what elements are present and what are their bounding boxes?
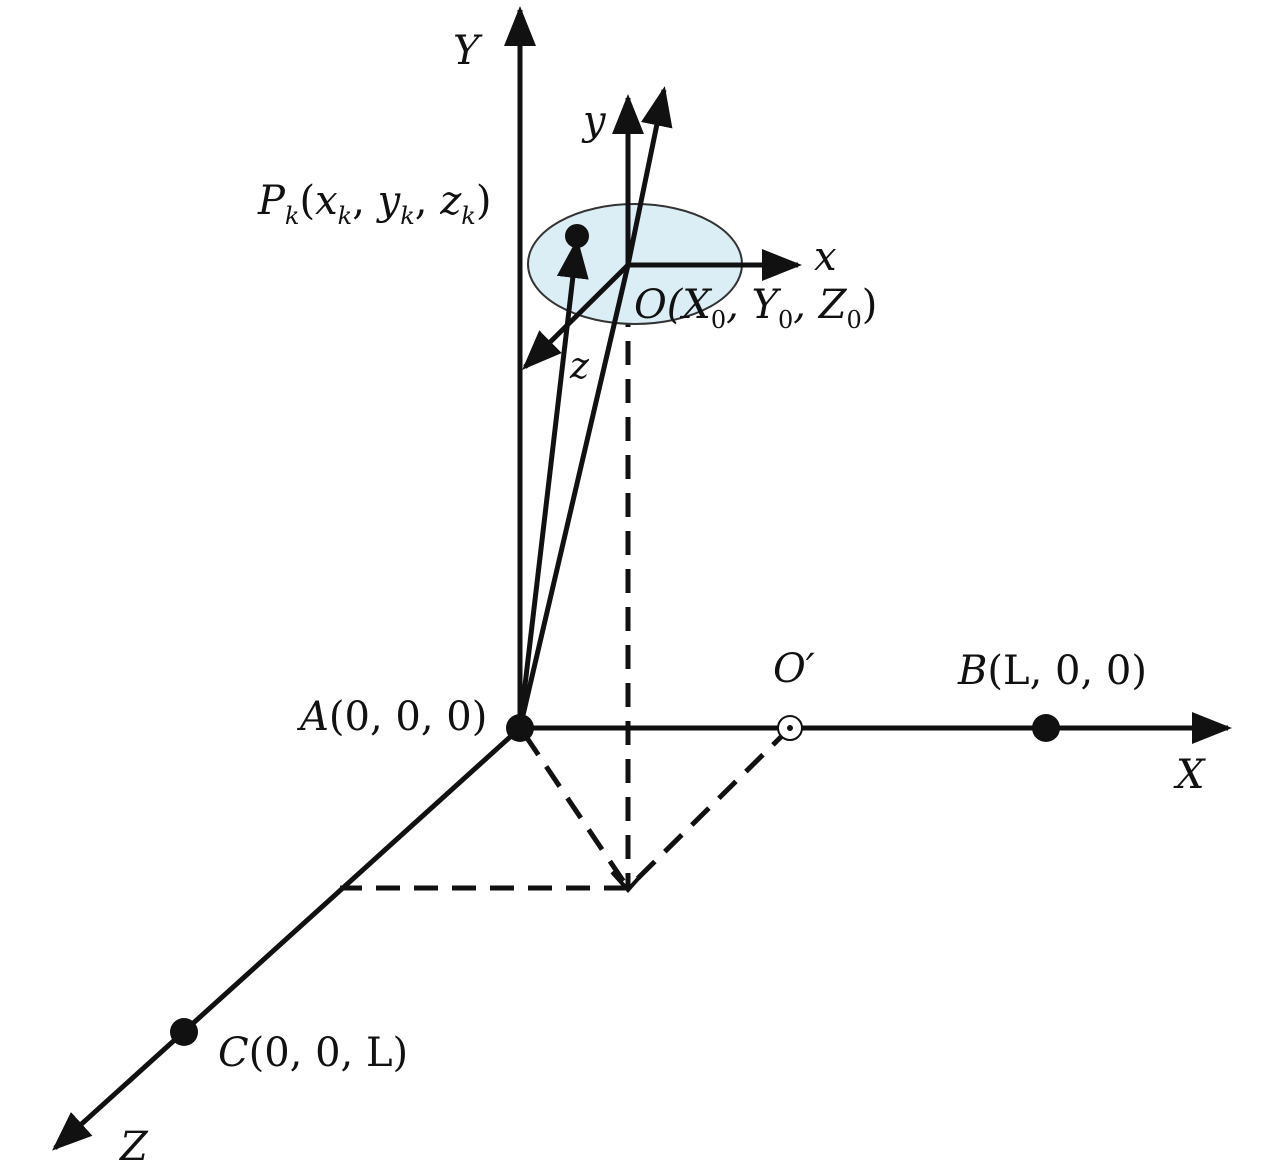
label-point-o: O(X0, Y0, Z0) — [634, 282, 877, 334]
label-global-z: Z — [118, 1124, 149, 1170]
label-local-x: x — [814, 234, 837, 280]
point-a-dot — [506, 714, 534, 742]
label-global-y: Y — [453, 28, 483, 74]
label-point-c: C(0, 0, L) — [218, 1030, 408, 1076]
point-b-dot — [1032, 714, 1060, 742]
point-pk-dot — [565, 224, 589, 248]
projection-dashed-oprime-to-foot — [626, 726, 792, 890]
vector-a-to-o-extended — [625, 86, 673, 266]
vector-a-to-pk — [517, 238, 589, 729]
point-o-prime-center — [787, 725, 793, 731]
label-point-o-prime: O′ — [773, 646, 815, 692]
projection-arrowhead — [610, 870, 646, 894]
global-z-axis — [52, 726, 522, 1151]
vector-a-to-o — [517, 264, 631, 729]
label-point-pk: Pk(xk, yk, zk) — [257, 178, 491, 230]
label-point-a: A(0, 0, 0) — [296, 694, 487, 740]
point-c-dot — [170, 1018, 198, 1046]
label-point-b: B(L, 0, 0) — [957, 648, 1147, 694]
label-local-y: y — [581, 98, 607, 144]
projection-dashed-a-to-foot — [522, 733, 631, 890]
label-global-x: X — [1173, 752, 1206, 798]
label-local-z: z — [569, 346, 590, 387]
local-z-axis — [522, 263, 630, 370]
